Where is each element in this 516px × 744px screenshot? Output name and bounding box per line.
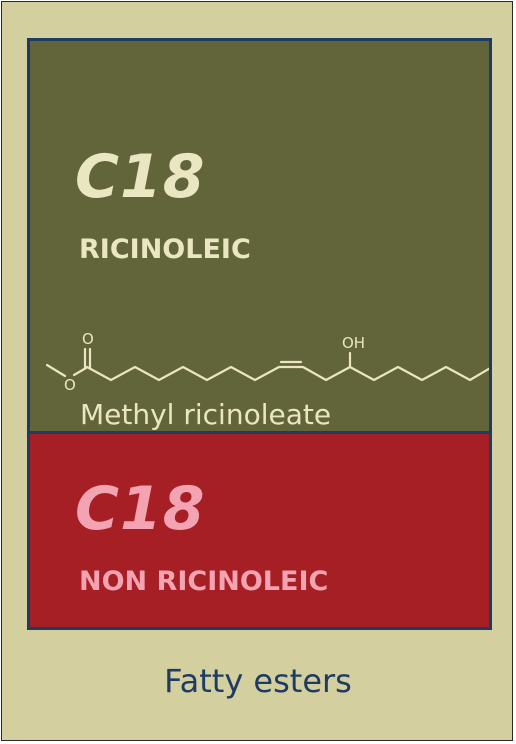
section-divider (30, 431, 489, 434)
ricinoleic-type-label: RICINOLEIC (79, 234, 251, 265)
compound-name: Methyl ricinoleate (80, 398, 332, 431)
carbonyl-oxygen-label: O (82, 330, 94, 348)
hydroxyl-label: OH (342, 334, 365, 352)
non-ricinoleic-type-label: NON RICINOLEIC (79, 566, 329, 597)
ricinoleic-carbon-label: C18 (75, 142, 206, 212)
non-ricinoleic-section: C18 NON RICINOLEIC (30, 434, 489, 627)
bond-oxygen-carbonyl (72, 366, 88, 377)
category-panel: C18 RICINOLEIC (27, 38, 492, 630)
non-ricinoleic-carbon-label: C18 (75, 474, 206, 544)
ester-oxygen-label: O (64, 376, 76, 394)
ricinoleic-section: C18 RICINOLEIC (30, 41, 489, 431)
bond-methyl-oxygen (45, 363, 67, 378)
chain-a (85, 365, 352, 382)
footer-label: Fatty esters (164, 662, 352, 700)
chain-b (348, 365, 489, 382)
methyl-ricinoleate-structure: O O OH (45, 330, 489, 394)
